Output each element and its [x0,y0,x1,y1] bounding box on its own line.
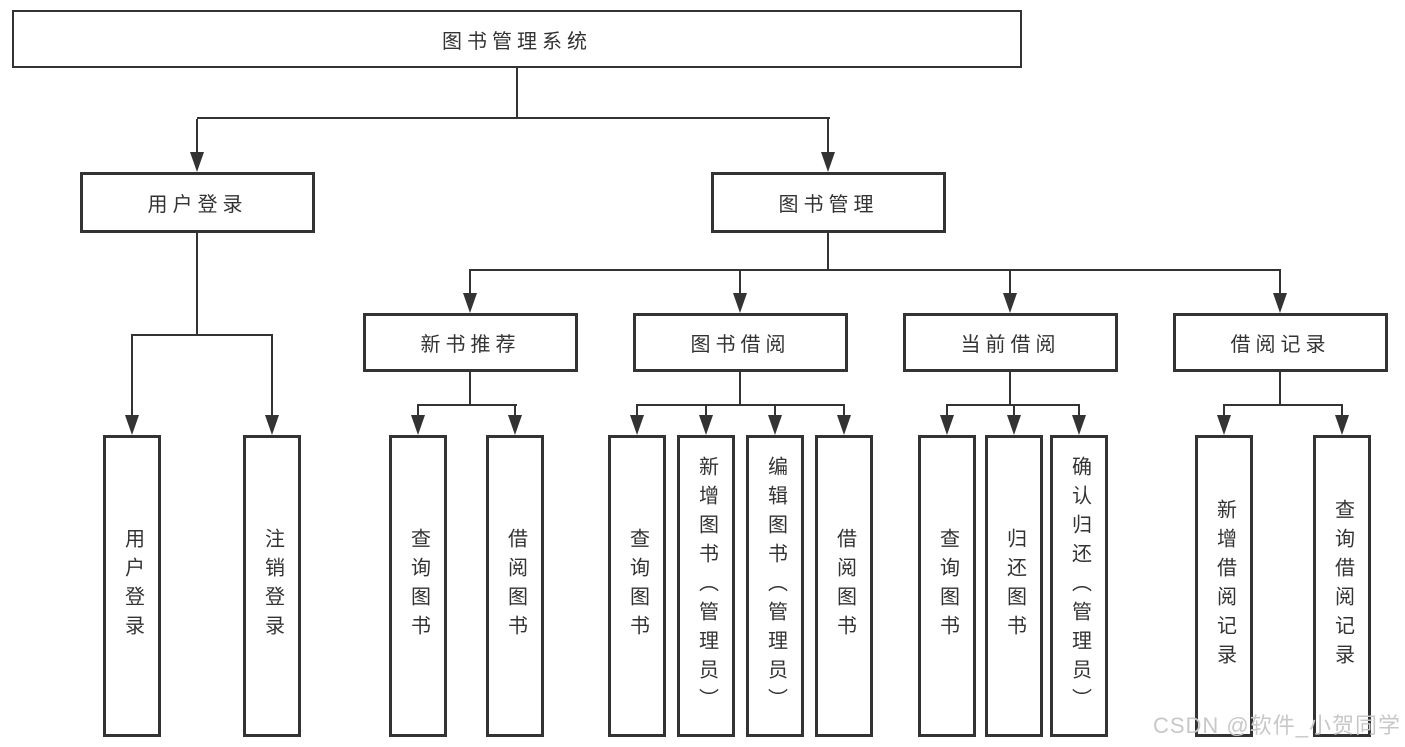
leaf-add-borrow-record: 新增借阅记录 [1195,435,1253,737]
leaf-return-book: 归还图书 [985,435,1043,737]
leaf-query-borrow-record: 查询借阅记录 [1313,435,1371,737]
arrow-down-icon [837,415,851,435]
node-library-management-system: 图书管理系统 [12,10,1022,68]
connector-line [196,233,198,335]
leaf-label: 借阅图书 [833,528,856,644]
arrow-down-icon [411,415,425,435]
leaf-label: 用户登录 [121,528,144,644]
connector-line [516,68,518,118]
leaf-query-books-newbook: 查询图书 [389,435,447,737]
node-user-login: 用户登录 [80,172,315,233]
arrow-down-icon [699,415,713,435]
leaf-query-books-current: 查询图书 [918,435,976,737]
connector-line [1279,271,1281,295]
connector-line [1223,404,1343,406]
connector-line [739,271,741,295]
node-borrowing-records: 借阅记录 [1173,313,1388,372]
connector-line [131,334,273,336]
arrow-down-icon [940,415,954,435]
connector-line [197,117,830,119]
connector-line [946,404,1080,406]
leaf-add-book-admin: 新增图书（管理员） [677,435,735,737]
leaf-label: 查询借阅记录 [1331,499,1354,673]
connector-line [636,404,845,406]
node-new-book-recommendation: 新书推荐 [363,313,578,372]
leaf-borrow-books-borrowing: 借阅图书 [815,435,873,737]
leaf-user-login: 用户登录 [103,435,161,737]
connector-line [469,271,471,295]
leaf-label: 确认归还（管理员） [1068,455,1091,717]
arrow-down-icon [733,293,747,313]
leaf-label: 归还图书 [1003,528,1026,644]
connector-line [739,372,741,405]
arrow-down-icon [1007,415,1021,435]
node-label: 新书推荐 [420,334,521,356]
connector-line [1013,406,1015,416]
arrow-down-icon [768,415,782,435]
node-label: 图书借阅 [690,334,791,356]
connector-line [827,119,829,154]
arrow-down-icon [1003,293,1017,313]
connector-line [1009,372,1011,405]
connector-line [196,119,198,154]
leaf-confirm-return-admin: 确认归还（管理员） [1050,435,1108,737]
arrow-down-icon [463,293,477,313]
arrow-down-icon [1273,293,1287,313]
connector-line [636,406,638,416]
connector-line [1223,406,1225,416]
connector-line [271,336,273,416]
connector-line [514,406,516,416]
leaf-query-books-borrowing: 查询图书 [608,435,666,737]
node-book-borrowing: 图书借阅 [633,313,848,372]
node-label: 图书管理系统 [442,30,592,53]
leaf-label: 借阅图书 [504,528,527,644]
connector-line [827,233,829,270]
arrow-down-icon [265,415,279,435]
connector-line [843,406,845,416]
arrow-down-icon [1335,415,1349,435]
connector-line [1078,406,1080,416]
node-label: 当前借阅 [960,334,1061,356]
arrow-down-icon [1217,415,1231,435]
leaf-logout: 注销登录 [243,435,301,737]
connector-line [131,336,133,416]
leaf-label: 新增图书（管理员） [695,455,718,717]
leaf-label: 注销登录 [261,528,284,644]
leaf-label: 编辑图书（管理员） [764,455,787,717]
leaf-label: 新增借阅记录 [1213,499,1236,673]
leaf-label: 查询图书 [626,528,649,644]
connector-line [1279,372,1281,405]
leaf-edit-book-admin: 编辑图书（管理员） [746,435,804,737]
leaf-label: 查询图书 [407,528,430,644]
node-label: 用户登录 [147,194,248,216]
leaf-label: 查询图书 [936,528,959,644]
connector-line [469,372,471,405]
arrow-down-icon [508,415,522,435]
arrow-down-icon [190,152,204,172]
connector-line [1009,271,1011,295]
node-book-management: 图书管理 [711,172,946,233]
arrow-down-icon [821,152,835,172]
arrow-down-icon [1072,415,1086,435]
connector-line [946,406,948,416]
watermark: CSDN @软件_小贺同学 [1152,713,1401,738]
arrow-down-icon [630,415,644,435]
node-label: 借阅记录 [1230,334,1331,356]
connector-line [1341,406,1343,416]
node-current-borrowing: 当前借阅 [903,313,1118,372]
connector-line [705,406,707,416]
arrow-down-icon [125,415,139,435]
connector-line [417,406,419,416]
connector-line [469,269,1281,271]
connector-line [417,404,517,406]
leaf-borrow-books-newbook: 借阅图书 [486,435,544,737]
connector-line [774,406,776,416]
node-label: 图书管理 [778,194,879,216]
